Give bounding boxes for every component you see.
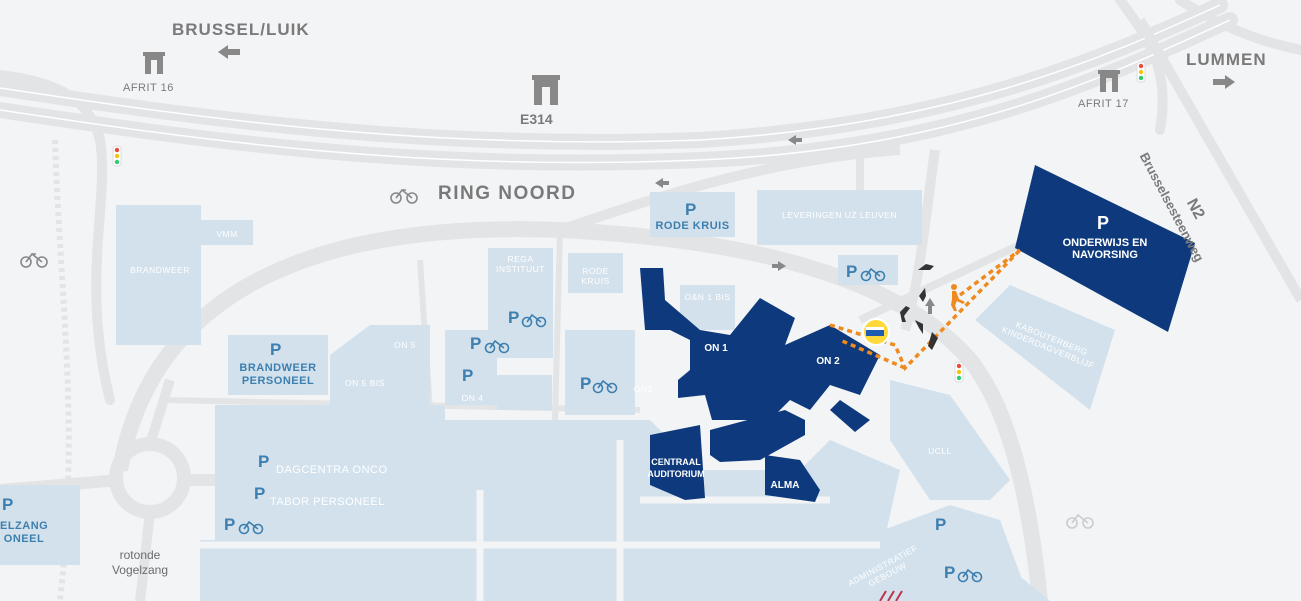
rega-label: REGA INSTITUUT [496, 254, 545, 274]
e314-label: E314 [520, 111, 553, 127]
parking-leveringen-p: P [846, 262, 858, 281]
centraal-auditorium-label: CENTRAAL AUDITORIUM [647, 457, 705, 479]
traffic-light-icon [112, 61, 1146, 383]
brussel-label: BRUSSEL/LUIK [172, 20, 310, 39]
parking-admin2-p: P [944, 563, 956, 582]
parking-dagcentra-bike-p: P [224, 515, 236, 534]
on1-label: ON 1 [704, 343, 728, 354]
rotonde-label: rotonde Vogelzang [110, 548, 170, 578]
afrit17-label: AFRIT 17 [1078, 98, 1129, 110]
tabor-label: TABOR PERSONEEL [270, 496, 385, 508]
onderwijs-label: ONDERWIJS EN NAVORSING [1062, 237, 1148, 261]
parking-on4b-p: P [462, 366, 474, 385]
vogelzang-parking-label: ELZANG ONEEL [0, 520, 49, 545]
parking-on4-p: P [470, 334, 482, 353]
rotonde-line1: rotonde [119, 548, 161, 562]
parking-admin-p: P [935, 515, 947, 534]
parking-dagcentra-p: P [258, 452, 270, 471]
on5bis-label: ON 5 BIS [345, 378, 385, 388]
arrow-icon [218, 45, 1235, 314]
parking-rega-p: P [508, 308, 520, 327]
rode-kruis-parking-label: RODE KRUIS [655, 220, 730, 232]
campus-zones [0, 190, 1115, 601]
parking-vogelzang-p: P [2, 495, 14, 514]
onderwijs-building [1015, 165, 1195, 332]
parking-rode-kruis-p: P [685, 200, 697, 219]
bike-icon [20, 188, 1094, 529]
brandweer-zone [116, 205, 201, 345]
afrit16-label: AFRIT 16 [123, 82, 174, 94]
lummen-label: LUMMEN [1186, 50, 1267, 69]
on-bis-label: O&N 1 BIS [684, 292, 731, 302]
highway-icon [143, 52, 1120, 105]
brandweer-label: BRANDWEER [130, 265, 190, 275]
on5-label: ON 5 [394, 340, 416, 350]
brusselsesteenweg-road [1135, 17, 1301, 303]
brandweer-personeel-label: BRANDWEER PERSONEEL [239, 362, 317, 387]
ucll-label: UCLL [928, 446, 952, 456]
on2-label: ON 2 [816, 356, 840, 367]
leveringen-label: LEVERINGEN UZ LEUVEN [782, 210, 897, 220]
bus-stops [900, 264, 938, 350]
ring-noord-label: RING NOORD [438, 183, 577, 204]
pedestrian-icon [951, 284, 965, 311]
highlight-buildings [640, 165, 1195, 502]
parking-tabor-p: P [254, 484, 266, 503]
parking-on3-p: P [580, 374, 592, 393]
walking-route [829, 248, 1022, 372]
ring-noord-road [112, 145, 1048, 601]
rode-kruis-building-label: RODE KRUIS [581, 266, 610, 286]
on4-label: ON 4 [461, 393, 484, 403]
parking-onderwijs-p: P [1097, 213, 1110, 233]
alma-label: ALMA [770, 480, 800, 491]
vmm-label: VMM [216, 229, 238, 239]
parking-brandweer-p: P [270, 340, 282, 359]
hatch-marker [879, 590, 903, 601]
dagcentra-label: DAGCENTRA ONCO [276, 464, 388, 476]
on3-label: ON3 [633, 384, 653, 394]
rotonde-line2: Vogelzang [111, 563, 169, 577]
